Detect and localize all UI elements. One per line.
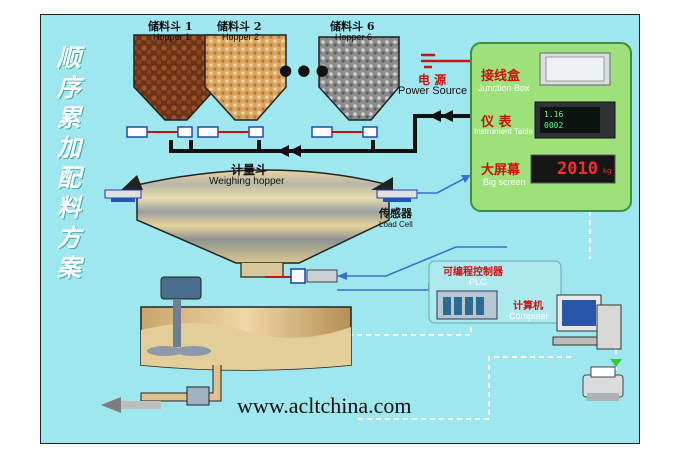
junction-box-label: 接线盒 [481, 69, 521, 84]
weighing-hopper-label-en: Weighing hopper [209, 176, 285, 187]
big-screen-label-en: Big screen [483, 177, 526, 187]
junction-box-label-en: Junction Box [478, 83, 530, 93]
big-screen-label: 大屏幕 [481, 163, 521, 178]
power-symbol-icon [421, 53, 471, 69]
big-screen-icon [530, 154, 616, 184]
data-arrowheads [337, 175, 471, 280]
plc-label-en: PLC [469, 277, 487, 287]
hopper-6-label: 储料斗 6 [330, 20, 375, 33]
plc-icon [436, 290, 498, 320]
plc-label: 可编程控制器 [443, 267, 503, 278]
process-diagram [101, 34, 632, 420]
instrument-readout-1: 1.16 [544, 110, 564, 119]
printer-arrow-icon [610, 359, 622, 367]
discharge-valve [265, 268, 338, 284]
title-char: 方 [57, 223, 81, 252]
hopper-1-label-en: Hopper 1 [153, 32, 191, 42]
printer-icon [582, 366, 624, 401]
hopper-6 [318, 36, 400, 121]
vertical-title: 顺 序 累 加 配 料 方 案 [57, 43, 81, 283]
power-label: 电 源 [418, 73, 447, 87]
title-char: 案 [57, 253, 81, 282]
power-label-en: Power Source [398, 85, 468, 97]
hopper-2-label: 储料斗 2 [217, 20, 262, 33]
load-cell-label: 传感器 [379, 207, 412, 220]
hopper-1-label: 储料斗 1 [148, 20, 193, 33]
instrument-label-en: Instrument Table [474, 127, 533, 136]
computer-icon [552, 294, 622, 350]
title-char: 累 [57, 103, 81, 132]
load-cell-label-en: Load Cell [379, 220, 413, 229]
hopper-2 [204, 34, 287, 121]
junction-box-icon [539, 52, 611, 86]
computer-label-en: Computer [509, 311, 549, 321]
title-char: 配 [57, 163, 81, 192]
instrument-label: 仪 表 [481, 115, 512, 130]
big-screen-value: 2010 [557, 159, 598, 179]
weighing-hopper [136, 169, 390, 278]
load-cell-right [371, 177, 418, 202]
title-char: 顺 [57, 43, 81, 72]
discharge-pipe [101, 365, 222, 413]
mixer-tank [140, 276, 352, 371]
hopper-2-label-en: Hopper 2 [222, 32, 260, 42]
hopper-6-label-en: Hopper 6 [335, 32, 373, 42]
weighing-hopper-label: 计量斗 [231, 163, 268, 177]
title-char: 加 [57, 133, 81, 162]
website-url: www.acltchina.com [237, 393, 412, 418]
signal-arrowheads [277, 110, 453, 157]
instrument-icon [534, 101, 616, 139]
title-char: 料 [57, 193, 81, 222]
instrument-readout-2: 0002 [544, 121, 564, 130]
computer-label: 计算机 [513, 301, 543, 312]
load-cell-left [104, 175, 143, 202]
diagram-canvas: 顺 序 累 加 配 料 方 案 储料斗 1 Hopper 1 储料斗 2 Hop… [40, 14, 640, 444]
title-char: 序 [57, 73, 81, 102]
ellipsis-dots: ● ● ● [279, 61, 329, 79]
big-screen-unit: kg [603, 167, 612, 175]
